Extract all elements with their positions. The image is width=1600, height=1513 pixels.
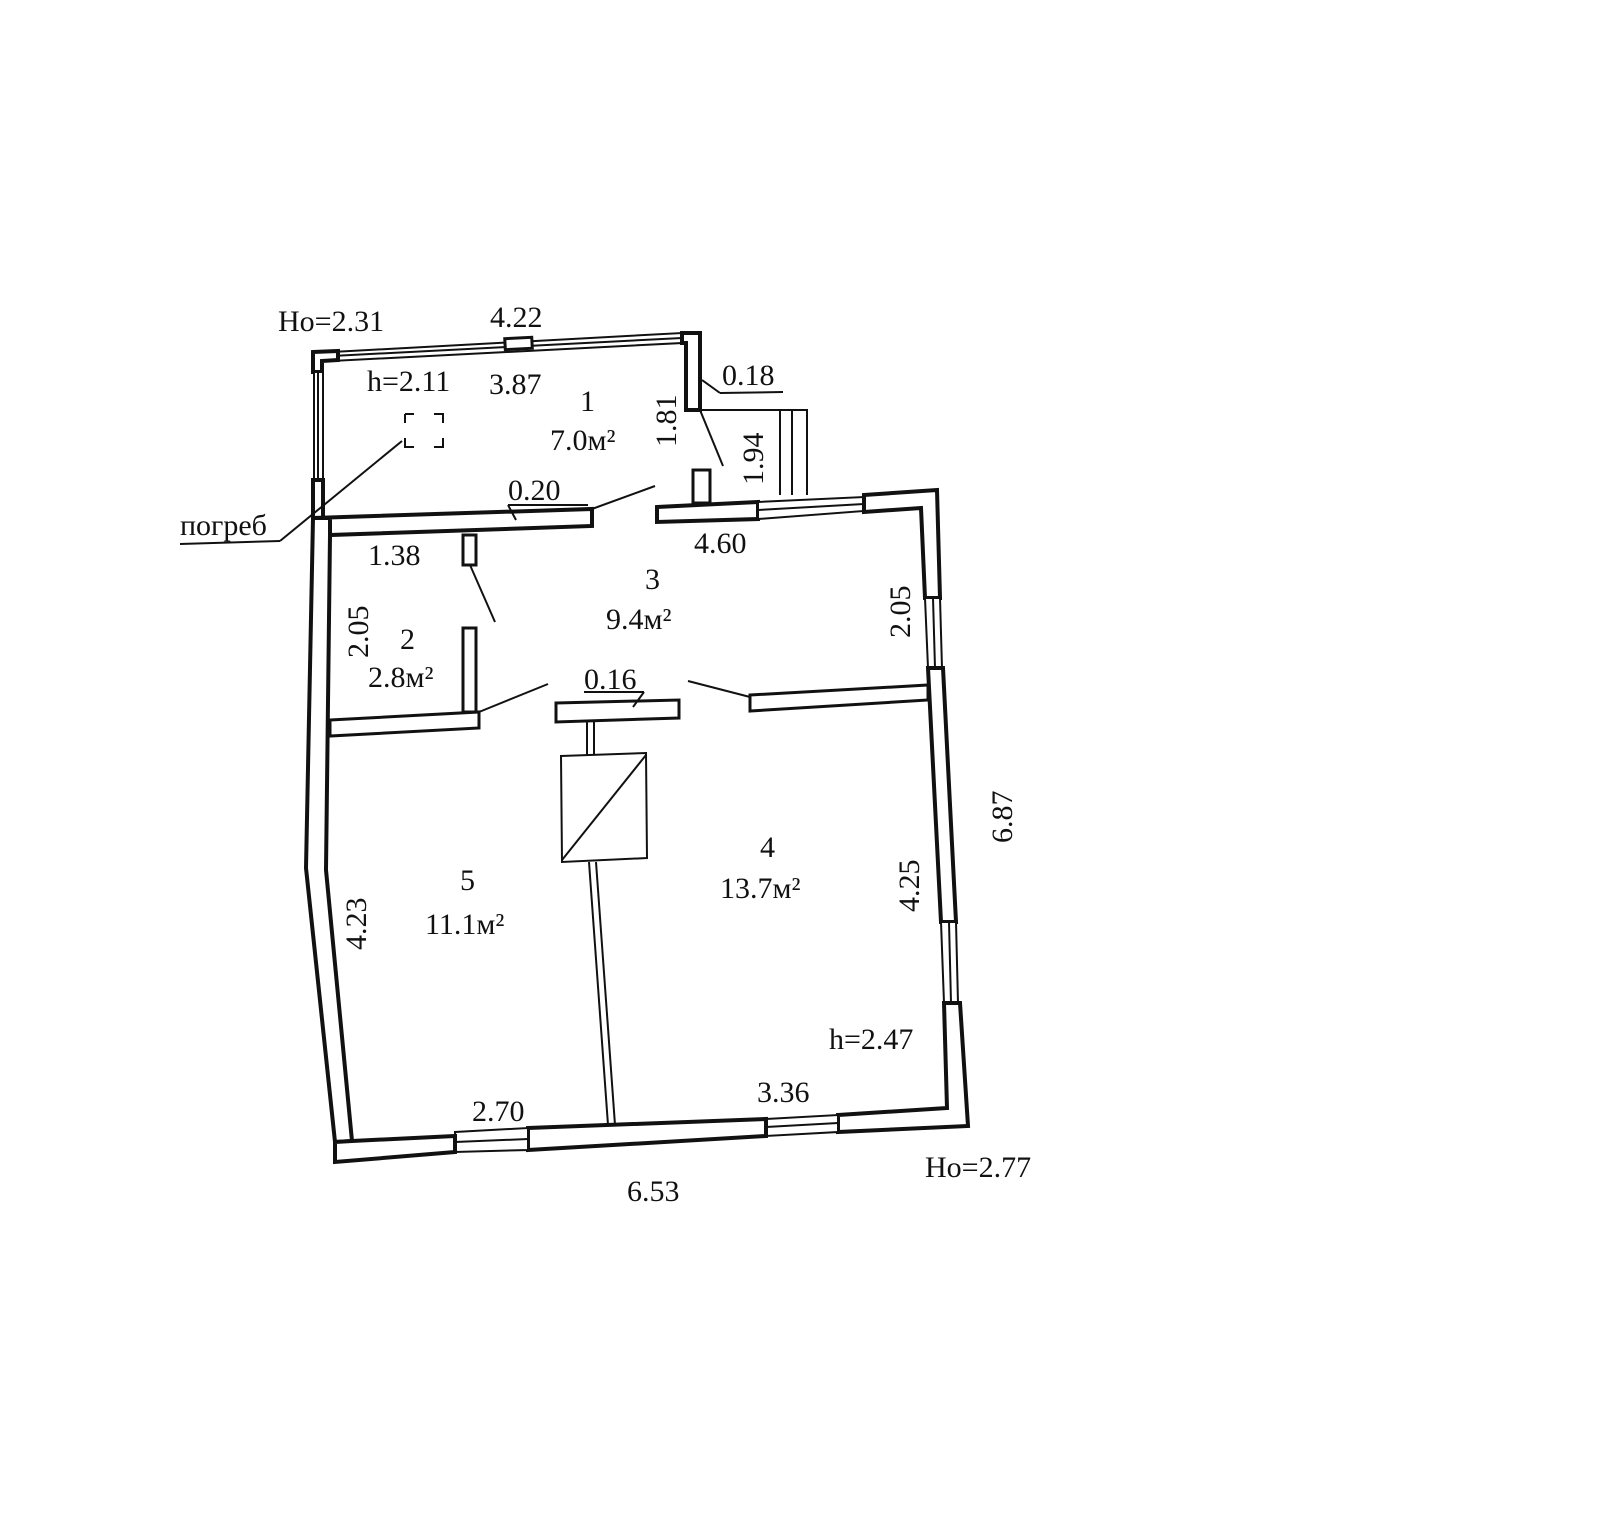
porch-steps [700, 409, 808, 495]
dim-3-87: 3.87 [489, 368, 542, 401]
labels: Ho=2.31 4.22 h=2.11 3.87 0.18 1 7.0м² 1.… [180, 301, 1031, 1208]
dim-2-70: 2.70 [472, 1095, 525, 1128]
outbuilding-walls [311, 331, 808, 520]
room-4-number: 4 [760, 831, 775, 864]
stove-icon [559, 751, 649, 864]
room-3-area: 9.4м² [606, 603, 671, 636]
dim-1-38: 1.38 [368, 539, 421, 572]
main-inner-height: h=2.47 [829, 1023, 913, 1056]
room-4-area: 13.7м² [720, 872, 800, 905]
door-swings [469, 379, 784, 713]
room-2-area: 2.8м² [368, 661, 433, 694]
room-3-number: 3 [645, 563, 660, 596]
dim-0-18: 0.18 [722, 359, 775, 392]
main-outer-height: Ho=2.77 [925, 1151, 1031, 1184]
main-house-walls [303, 487, 971, 1165]
dim-2-05-left: 2.05 [342, 606, 375, 659]
room-5-number: 5 [460, 864, 475, 897]
dim-2-05-right: 2.05 [884, 586, 917, 639]
dim-1-94: 1.94 [737, 433, 770, 486]
dim-0-20: 0.20 [508, 474, 561, 507]
dim-3-36: 3.36 [757, 1076, 810, 1109]
dim-0-16: 0.16 [584, 663, 637, 696]
dim-4-23: 4.23 [340, 898, 373, 951]
cellar-hatch-icon [404, 413, 444, 448]
room-1-area: 7.0м² [550, 424, 615, 457]
room-1-number: 1 [580, 385, 595, 418]
dim-4-22: 4.22 [490, 301, 543, 334]
cellar-label: погреб [180, 509, 267, 542]
dim-4-25: 4.25 [893, 860, 926, 913]
outbuilding-outer-height: Ho=2.31 [278, 305, 384, 338]
outbuilding-inner-height: h=2.11 [367, 365, 450, 398]
dim-6-87: 6.87 [986, 791, 1019, 844]
dim-6-53: 6.53 [627, 1175, 680, 1208]
dim-4-60: 4.60 [694, 527, 747, 560]
dim-1-81: 1.81 [650, 395, 683, 448]
room-5-area: 11.1м² [425, 908, 504, 941]
room-2-number: 2 [400, 623, 415, 656]
